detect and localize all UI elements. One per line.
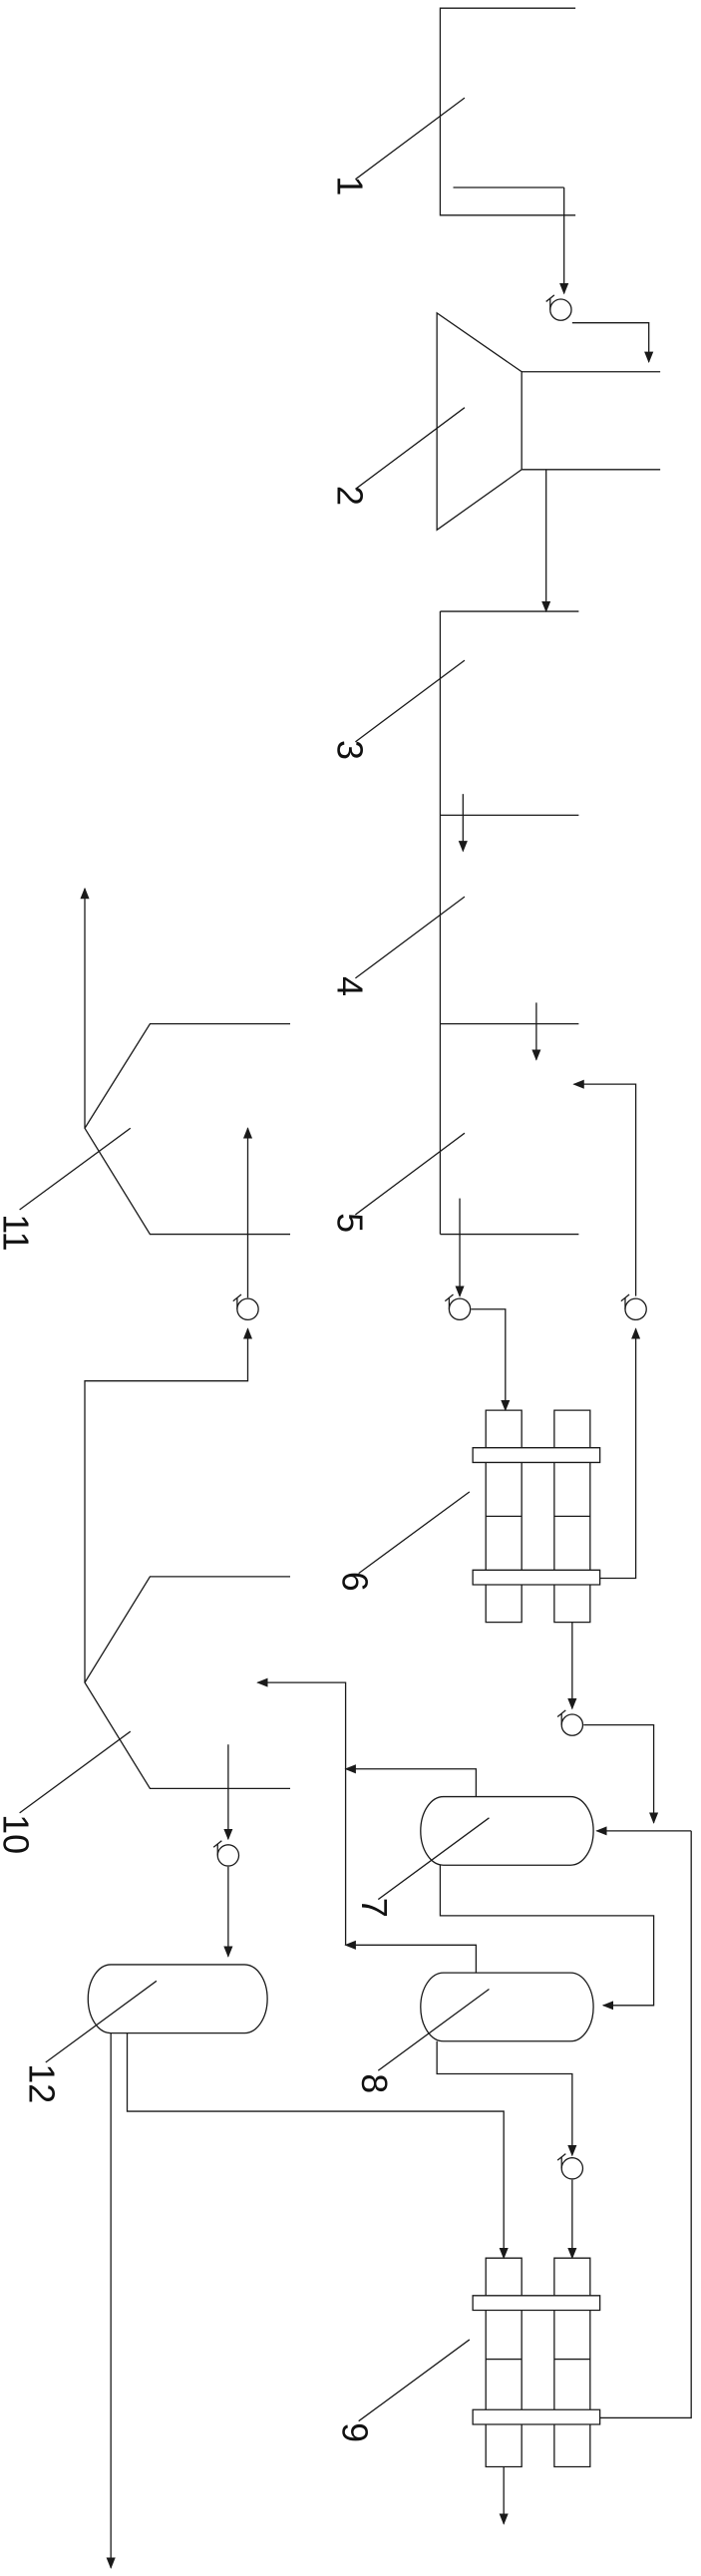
flow-12-to-filter-9 <box>128 2033 509 2260</box>
leader-12 <box>46 1981 157 2062</box>
label-2: 2 <box>329 486 370 506</box>
leader-3 <box>355 660 465 742</box>
pump-p8 <box>556 2152 584 2180</box>
tank-1 <box>440 8 575 295</box>
leader-10 <box>20 1731 131 1813</box>
pump-p10-top <box>231 1292 260 1321</box>
label-10: 10 <box>0 1814 36 1854</box>
flow-recycle-to-10 <box>256 1677 345 1945</box>
leader-1 <box>355 98 465 180</box>
flow-7-top-out <box>344 1764 477 1797</box>
pump-p10-bottom <box>212 1839 240 1868</box>
label-7: 7 <box>354 1898 395 1918</box>
label-8: 8 <box>354 2073 395 2093</box>
pump-p5 <box>444 1292 472 1321</box>
filter-press-9 <box>473 2258 600 2466</box>
label-6: 6 <box>334 1572 375 1592</box>
reactor-column-3-4-5 <box>440 611 635 1296</box>
filter-press-6 <box>473 1410 600 1623</box>
label-5: 5 <box>329 1213 370 1233</box>
centrifuge-2 <box>437 313 660 613</box>
leader-4 <box>355 897 465 978</box>
flow-p5-to-filter-6 <box>471 1309 511 1412</box>
label-12: 12 <box>21 2063 62 2103</box>
vessel-12 <box>88 1965 267 2033</box>
flow-6-to-pump-top <box>600 1327 641 1578</box>
leader-11 <box>20 1128 131 1210</box>
leader-8 <box>378 1989 489 2070</box>
flow-9-return <box>600 1831 692 2418</box>
label-1: 1 <box>329 176 370 195</box>
flow-p6-to-vessel-7 <box>583 1725 659 1824</box>
label-9: 9 <box>334 2422 375 2442</box>
label-11: 11 <box>0 1214 36 1251</box>
pump-p6-top <box>619 1292 648 1321</box>
settler-11 <box>80 887 290 1235</box>
leader-2 <box>355 408 465 490</box>
flow-p1-outlet <box>572 323 654 364</box>
leader-7 <box>378 1818 489 1900</box>
pump-p1 <box>544 293 573 322</box>
leader-9 <box>359 2340 470 2421</box>
pump-p6-bottom <box>556 1708 584 1737</box>
settler-10 <box>85 1327 290 1841</box>
flow-7-to-8 <box>440 1865 653 2011</box>
flow-8-to-pump <box>437 2041 577 2157</box>
vessel-8 <box>421 1973 593 2041</box>
vessel-7 <box>421 1797 593 1866</box>
label-4: 4 <box>329 976 370 996</box>
leader-5 <box>355 1133 465 1215</box>
label-3: 3 <box>329 740 370 760</box>
leader-6 <box>359 1492 470 1574</box>
flow-8-top-out <box>344 1940 477 1973</box>
